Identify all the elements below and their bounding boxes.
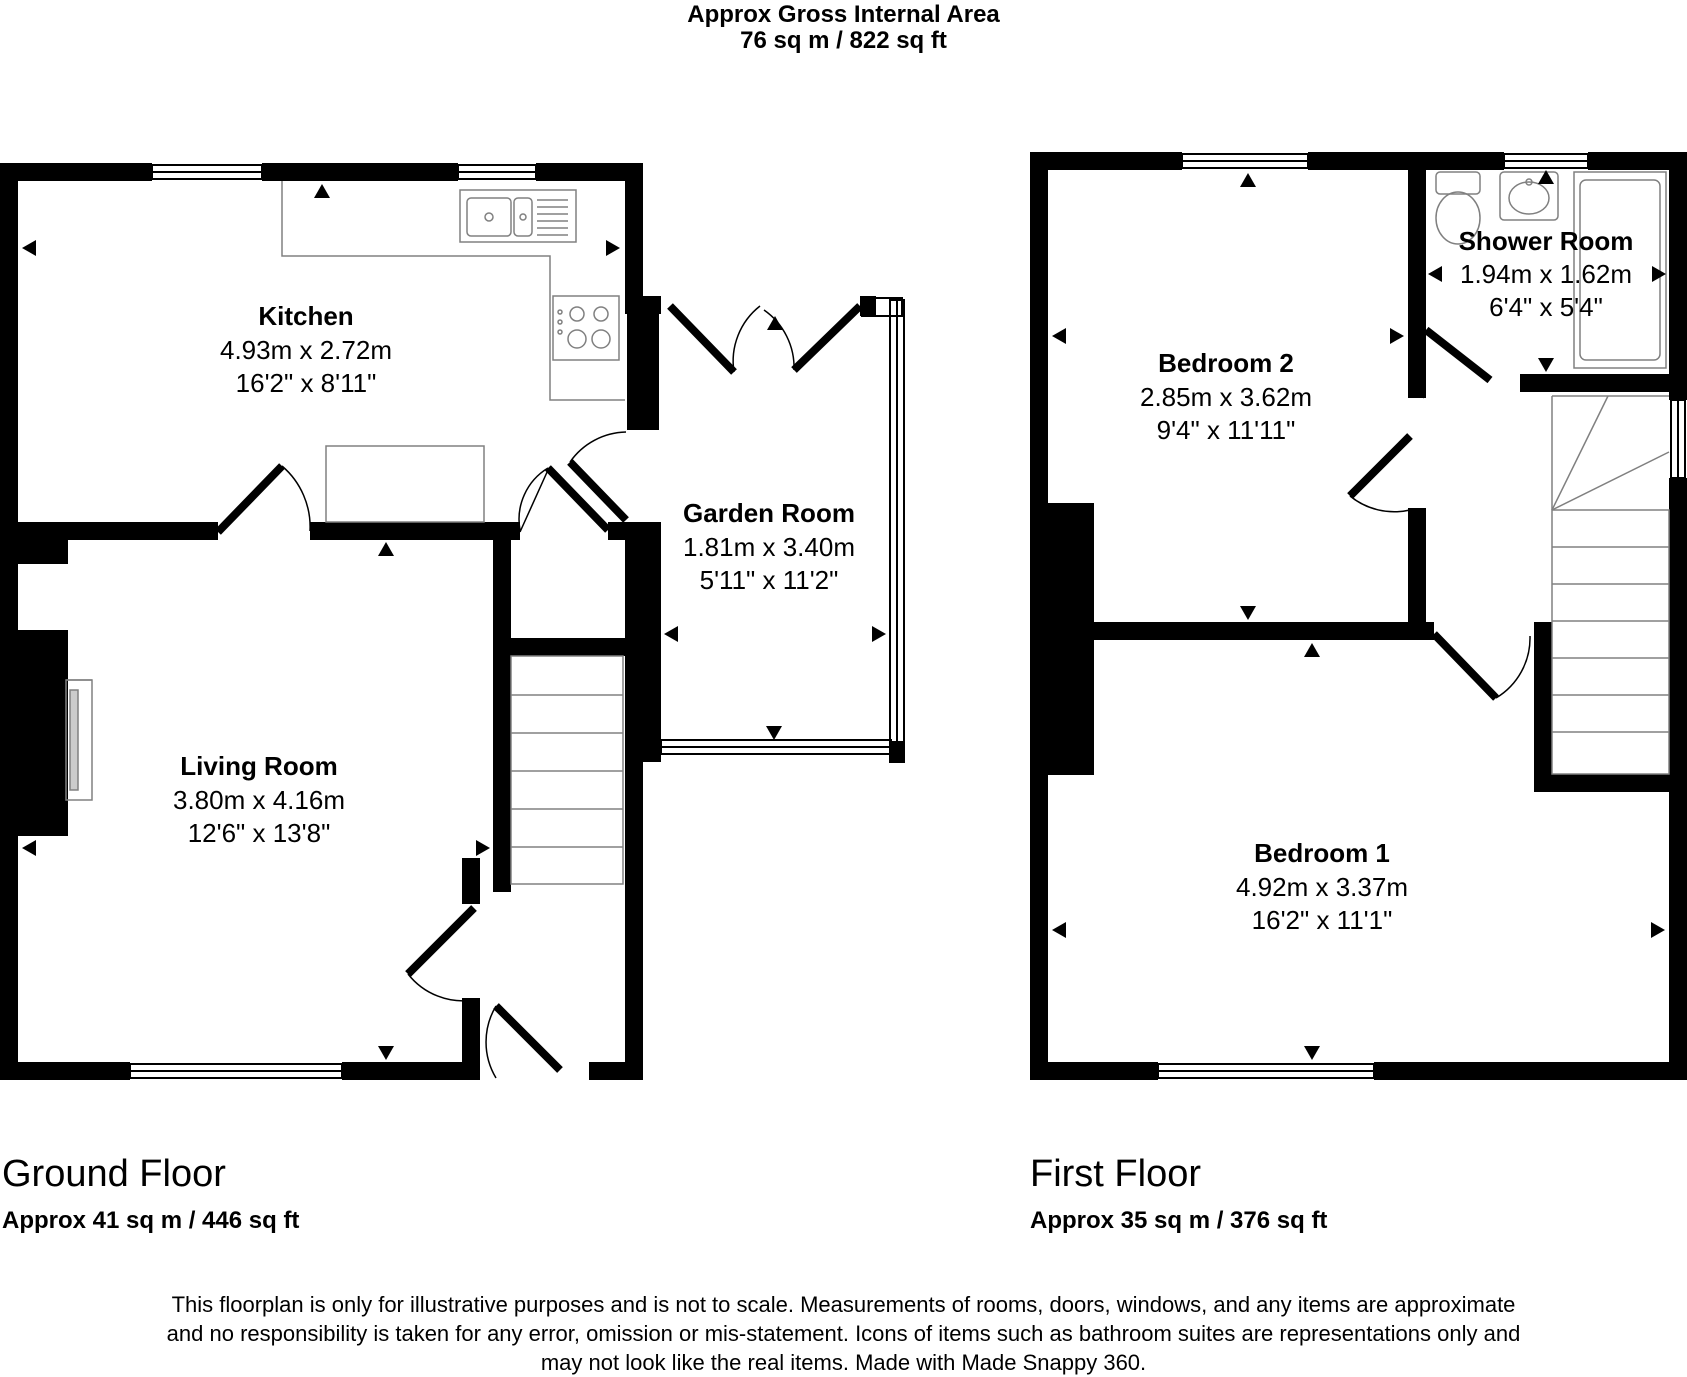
toilet-icon (1435, 171, 1481, 245)
gross-area-value: 76 sq m / 822 sq ft (740, 27, 947, 54)
kitchen-worktop (65, 181, 625, 801)
living-room-label: Living Room (180, 751, 337, 781)
hob-icon (552, 295, 620, 361)
first-floor-arrows (1052, 170, 1666, 1060)
first-floor-windows (1157, 153, 1686, 1079)
first-floor-walls (1030, 152, 1687, 1080)
garden-room-label: Garden Room (683, 498, 855, 528)
ground-floor-title: Ground Floor (2, 1153, 226, 1195)
shower-tray-icon (1573, 171, 1667, 369)
first-floor-stairs (1551, 395, 1670, 775)
first-floor-title: First Floor (1030, 1153, 1201, 1195)
first-floor-area: Approx 35 sq m / 376 sq ft (1030, 1207, 1328, 1234)
bedroom2-imperial: 9'4" x 11'11" (1157, 415, 1296, 445)
basin-icon (1499, 171, 1559, 221)
disclaimer-line: and no responsibility is taken for any e… (166, 1321, 1521, 1346)
ground-floor-doors (215, 303, 863, 1079)
garden-room-imperial: 5'11" x 11'2" (700, 565, 839, 595)
living-room-imperial: 12'6" x 13'8" (188, 818, 331, 848)
living-room-metric: 3.80m x 4.16m (173, 785, 345, 815)
garden-room-metric: 1.81m x 3.40m (683, 532, 855, 562)
first-floor-plan (1030, 152, 1687, 1080)
ground-floor-area: Approx 41 sq m / 446 sq ft (2, 1207, 300, 1234)
kitchen-label: Kitchen (258, 301, 353, 331)
bedroom1-label: Bedroom 1 (1254, 838, 1390, 868)
first-floor-doors (1347, 326, 1531, 701)
kitchen-metric: 4.93m x 2.72m (220, 335, 392, 365)
bedroom1-imperial: 16'2" x 11'1" (1252, 905, 1393, 935)
bedroom1-metric: 4.92m x 3.37m (1236, 872, 1408, 902)
sink-icon (459, 189, 577, 243)
ground-floor-windows (129, 164, 905, 1079)
ground-floor-stairs (510, 655, 624, 885)
gross-area-title: Approx Gross Internal Area (687, 1, 1000, 28)
kitchen-imperial: 16'2" x 8'11" (236, 368, 377, 398)
disclaimer-line: This floorplan is only for illustrative … (171, 1292, 1516, 1317)
shower-room-label: Shower Room (1459, 226, 1634, 256)
bedroom2-label: Bedroom 2 (1158, 348, 1294, 378)
bedroom2-metric: 2.85m x 3.62m (1140, 382, 1312, 412)
ground-floor-walls (0, 163, 661, 1080)
ground-floor-arrows (22, 184, 886, 1060)
shower-room-metric: 1.94m x 1.62m (1460, 259, 1632, 289)
disclaimer-line: may not look like the real items. Made w… (540, 1350, 1147, 1375)
disclaimer: This floorplan is only for illustrative … (80, 1290, 1607, 1377)
ground-floor-plan (0, 163, 905, 1080)
shower-room-imperial: 6'4" x 5'4" (1489, 292, 1603, 322)
